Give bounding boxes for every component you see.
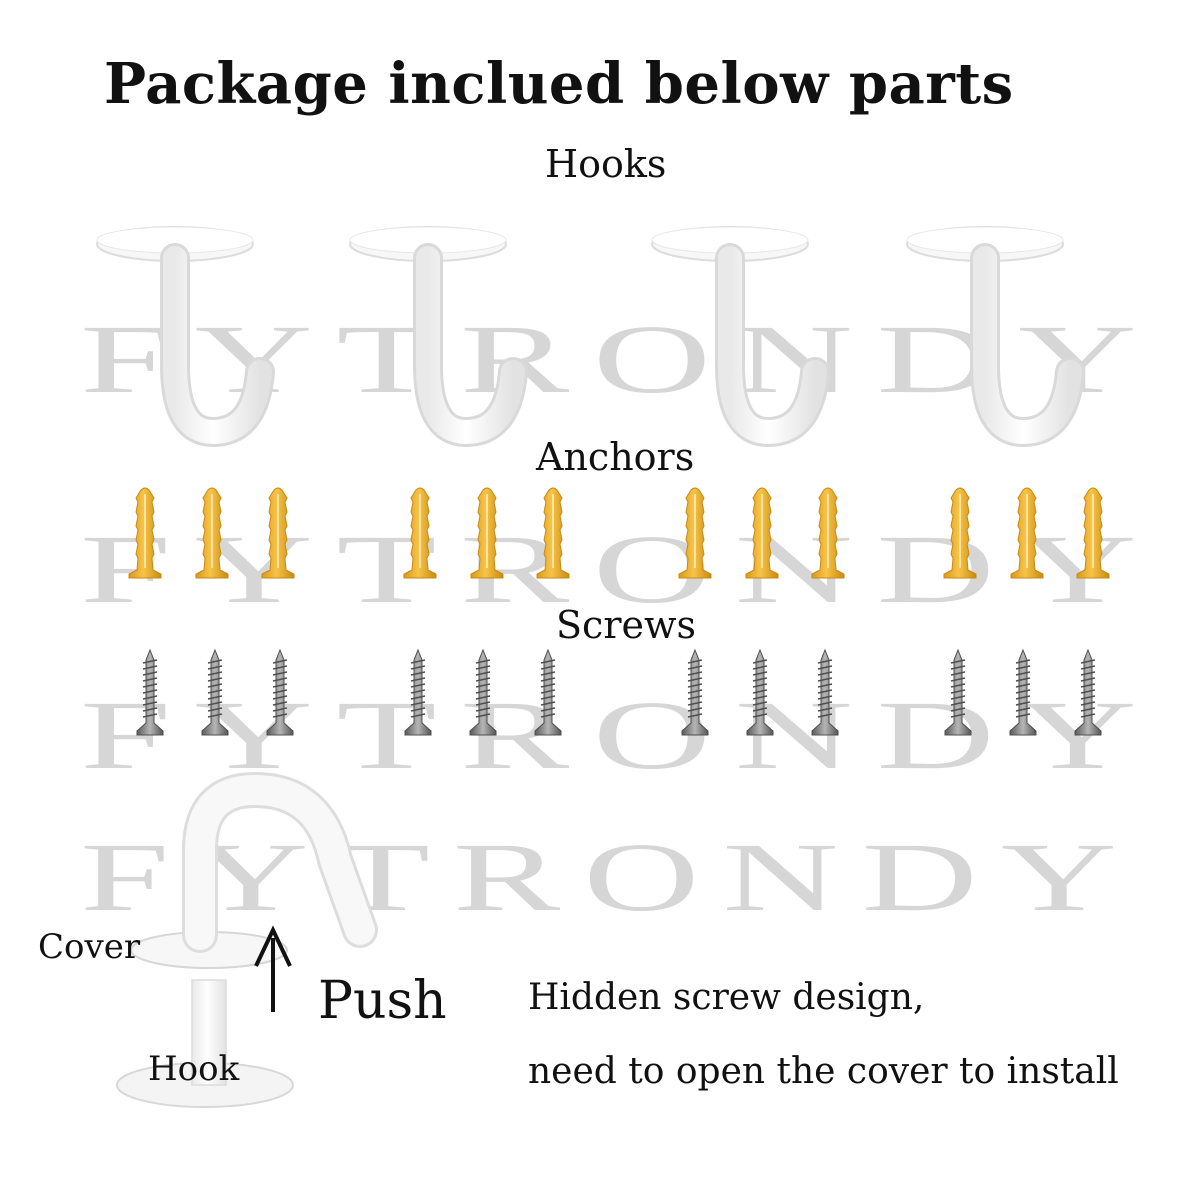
wall-anchor <box>470 487 504 579</box>
wood-screw <box>1009 648 1037 736</box>
hook-stem <box>191 979 227 1086</box>
wall-anchor <box>403 487 437 579</box>
anchors-group <box>128 487 1110 579</box>
install-note-line1: Hidden screw design, <box>528 977 925 1018</box>
wall-anchor <box>536 487 570 579</box>
wood-screw <box>534 648 562 736</box>
wood-screw <box>811 648 839 736</box>
wood-screw <box>266 648 294 736</box>
install-diagram <box>116 771 378 1108</box>
screws-group <box>136 648 1102 736</box>
wall-anchor <box>943 487 977 579</box>
wood-screw <box>1074 648 1102 736</box>
page-title: Package inclued below parts <box>104 51 1014 117</box>
hook-arc <box>185 774 375 950</box>
wall-anchor <box>745 487 779 579</box>
wall-anchor <box>195 487 229 579</box>
ceiling-hook <box>906 226 1085 448</box>
wood-screw <box>404 648 432 736</box>
push-label: Push <box>318 971 447 1031</box>
wall-anchor <box>811 487 845 579</box>
wood-screw <box>201 648 229 736</box>
wood-screw <box>944 648 972 736</box>
ceiling-hook <box>651 226 830 448</box>
wood-screw <box>681 648 709 736</box>
hooks-label: Hooks <box>545 142 667 186</box>
ceiling-hook <box>349 226 528 448</box>
watermark-text: FYTRONDY <box>80 682 1160 790</box>
wall-anchor <box>1010 487 1044 579</box>
wall-anchor <box>261 487 295 579</box>
wall-anchor <box>1076 487 1110 579</box>
wood-screw <box>469 648 497 736</box>
screws-label: Screws <box>556 603 696 647</box>
push-arrow-icon <box>254 925 292 967</box>
wall-anchor <box>678 487 712 579</box>
wood-screw <box>746 648 774 736</box>
ceiling-hook <box>96 226 275 448</box>
install-note-line2: need to open the cover to install <box>528 1051 1119 1092</box>
anchors-label: Anchors <box>536 435 695 479</box>
hook-label: Hook <box>148 1049 240 1089</box>
hooks-group <box>96 226 1085 448</box>
watermark-text: FYTRONDY <box>80 824 1140 932</box>
cover-label: Cover <box>38 927 141 967</box>
wall-anchor <box>128 487 162 579</box>
wood-screw <box>136 648 164 736</box>
